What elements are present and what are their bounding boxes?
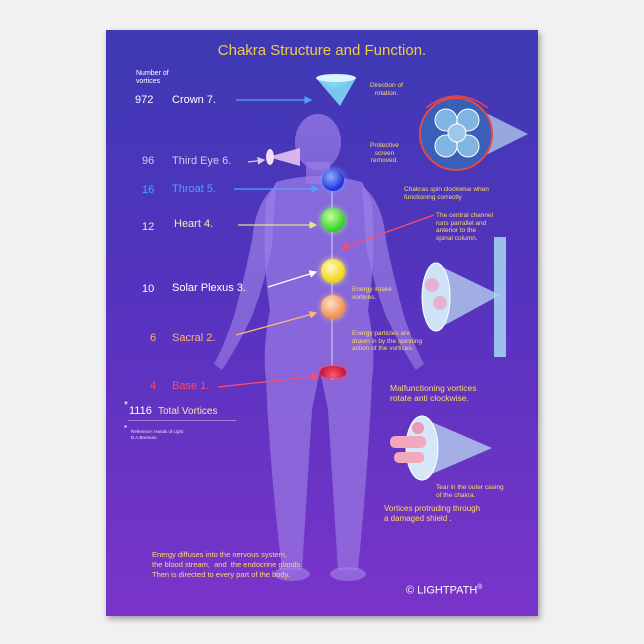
crown-number: 972 [135,94,154,106]
annotation-protruding: Vortices protruding through a damaged sh… [384,504,481,523]
annotation-tear: Tear in the outer casing of the chakra. [436,484,504,499]
brand-logo: © LIGHTPATH® [406,584,482,597]
total-label: Total Vortices [158,406,218,417]
annotation-particles: Energy particles are drawn in by the spi… [352,330,423,352]
crown-label: Crown 7. [172,94,217,106]
base-chakra [320,366,346,378]
sacral-chakra [321,295,345,319]
crown-cone [316,74,356,106]
annotation-protective: Protective screen removed. [370,142,399,164]
base-label: Base 1. [172,380,210,392]
annotation-intake: Energy intake vortices. [352,286,392,301]
footer-text: Energy diffuses into the nervous system,… [152,550,303,579]
poster: Chakra Structure and Function. [106,30,538,616]
solar-plexus-label: Solar Plexus 3. [172,282,246,294]
total-value: 1116 [129,405,152,417]
sacral-label: Sacral 2. [172,332,216,344]
poster-title: Chakra Structure and Function. [217,42,427,59]
vortices-header: Number of vortices [136,70,169,85]
reference-star: * [124,424,128,433]
throat-number: 16 [142,184,155,196]
annotation-malfunction: Malfunctioning vortices rotate anti cloc… [390,383,477,403]
throat-label: Throat 5. [172,183,217,195]
malfunction-diagram [390,415,492,481]
heart-chakra [321,208,345,232]
heart-label: Heart 4. [174,218,214,230]
reference-line1: Reference: Hands of Light [131,429,184,434]
pointer-arrows [217,96,435,388]
rotation-diagram [419,95,528,171]
third-eye-number: 96 [142,155,155,167]
solar-plexus-chakra [321,259,345,283]
funnel-diagram [421,237,506,357]
total-star: * [124,400,128,411]
annotation-spin: Chakras spin clockwise when functioning … [404,186,489,201]
annotation-central: The central channel runs parrallel and a… [436,212,494,242]
base-number: 4 [150,380,157,392]
sacral-number: 6 [150,332,157,344]
reference-line2: B.A.Brennan. [131,435,158,440]
annotation-direction: Direction of rotation. [370,82,403,97]
third-eye-label: Third Eye 6. [172,155,232,167]
total-underline [128,420,236,421]
brand-name: LIGHTPATH [417,584,478,597]
registered-symbol: ® [477,584,483,591]
solar-plexus-number: 10 [142,283,155,295]
heart-number: 12 [142,221,155,233]
copyright-symbol: © [406,584,415,597]
third-eye-cone [266,148,300,166]
throat-chakra [322,169,344,191]
